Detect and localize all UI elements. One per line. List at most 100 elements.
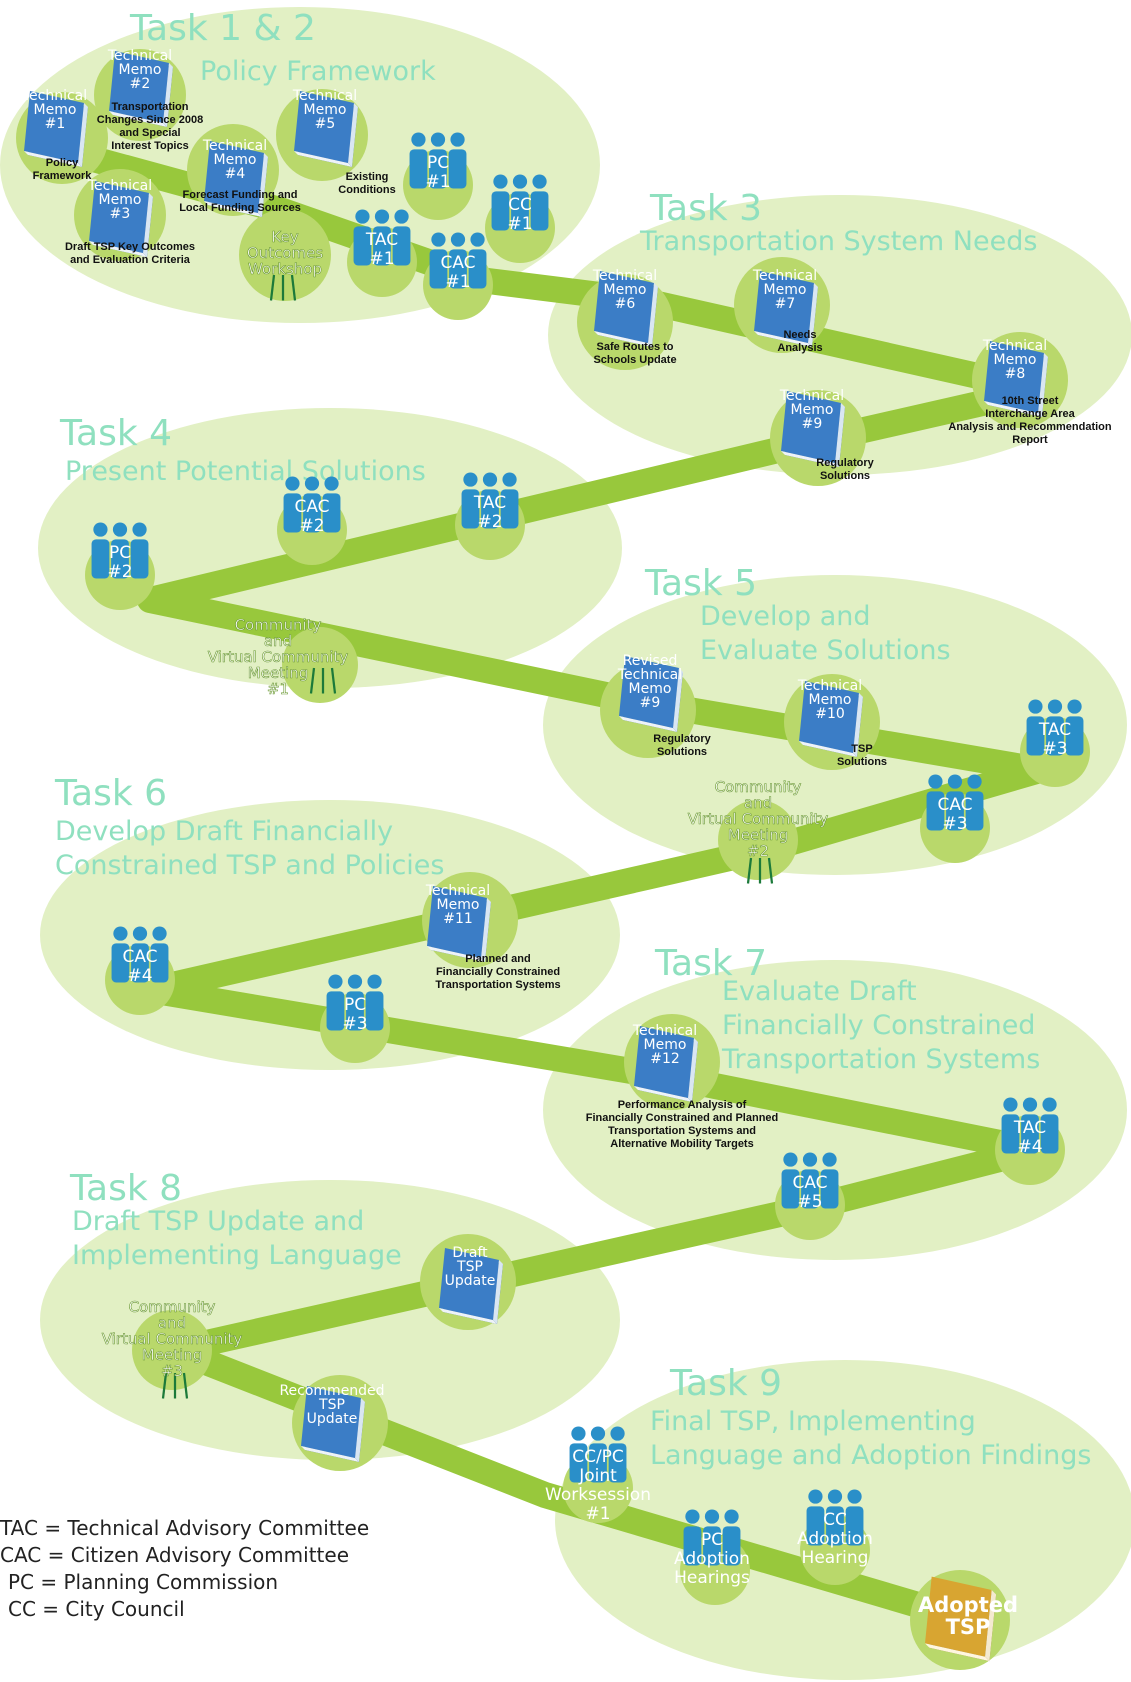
meeting-tac3: TAC#3	[1026, 699, 1084, 759]
meeting-label-tac4: TAC#4	[1013, 1118, 1046, 1157]
task-title-t6: Task 6	[54, 773, 167, 814]
meeting-cac1: CAC#1	[429, 232, 487, 292]
meeting-cac4: CAC#4	[111, 926, 169, 986]
meeting-tac2: TAC#2	[461, 472, 519, 532]
meeting-pc3: PC#3	[326, 974, 384, 1034]
meeting-label-tac1: TAC#1	[365, 230, 398, 269]
legend-entry: CAC = Citizen Advisory Committee	[0, 1543, 349, 1567]
task-title-t3: Task 3	[649, 188, 762, 229]
meeting-label-pc1: PC#1	[425, 153, 450, 192]
task-title-t5: Task 5	[644, 563, 757, 604]
task-subtitle-t12: Policy Framework	[200, 56, 436, 87]
meeting-label-tac3: TAC#3	[1038, 720, 1071, 759]
meeting-label-cac3: CAC#3	[937, 795, 972, 834]
task-subtitle-t3: Transportation System Needs	[639, 226, 1037, 257]
meeting-label-cac5: CAC#5	[792, 1173, 827, 1212]
legend-entry: TAC = Technical Advisory Committee	[0, 1516, 369, 1540]
meeting-label-cc1: CC#1	[507, 195, 532, 234]
legend-entry: PC = Planning Commission	[8, 1570, 278, 1594]
task-title-t9: Task 9	[669, 1363, 782, 1404]
meeting-cac3: CAC#3	[926, 774, 984, 834]
meeting-label-cac2: CAC#2	[294, 497, 329, 536]
task-title-t8: Task 8	[69, 1168, 182, 1209]
meeting-tac4: TAC#4	[1001, 1097, 1059, 1157]
task-title-t12: Task 1 & 2	[129, 8, 316, 49]
task-title-t4: Task 4	[59, 413, 172, 454]
meeting-label-pc3: PC#3	[342, 995, 367, 1034]
meeting-cac2: CAC#2	[283, 476, 341, 536]
meeting-cc1: CC#1	[491, 174, 549, 234]
meeting-pc2: PC#2	[91, 522, 149, 582]
meeting-label-tac2: TAC#2	[473, 493, 506, 532]
task-subtitle-t4: Present Potential Solutions	[65, 456, 426, 487]
meeting-label-cac4: CAC#4	[122, 947, 157, 986]
meeting-pc1: PC#1	[409, 132, 467, 192]
meeting-tac1: TAC#1	[353, 209, 411, 269]
meeting-cac5: CAC#5	[781, 1152, 839, 1212]
meeting-label-pc2: PC#2	[107, 543, 132, 582]
